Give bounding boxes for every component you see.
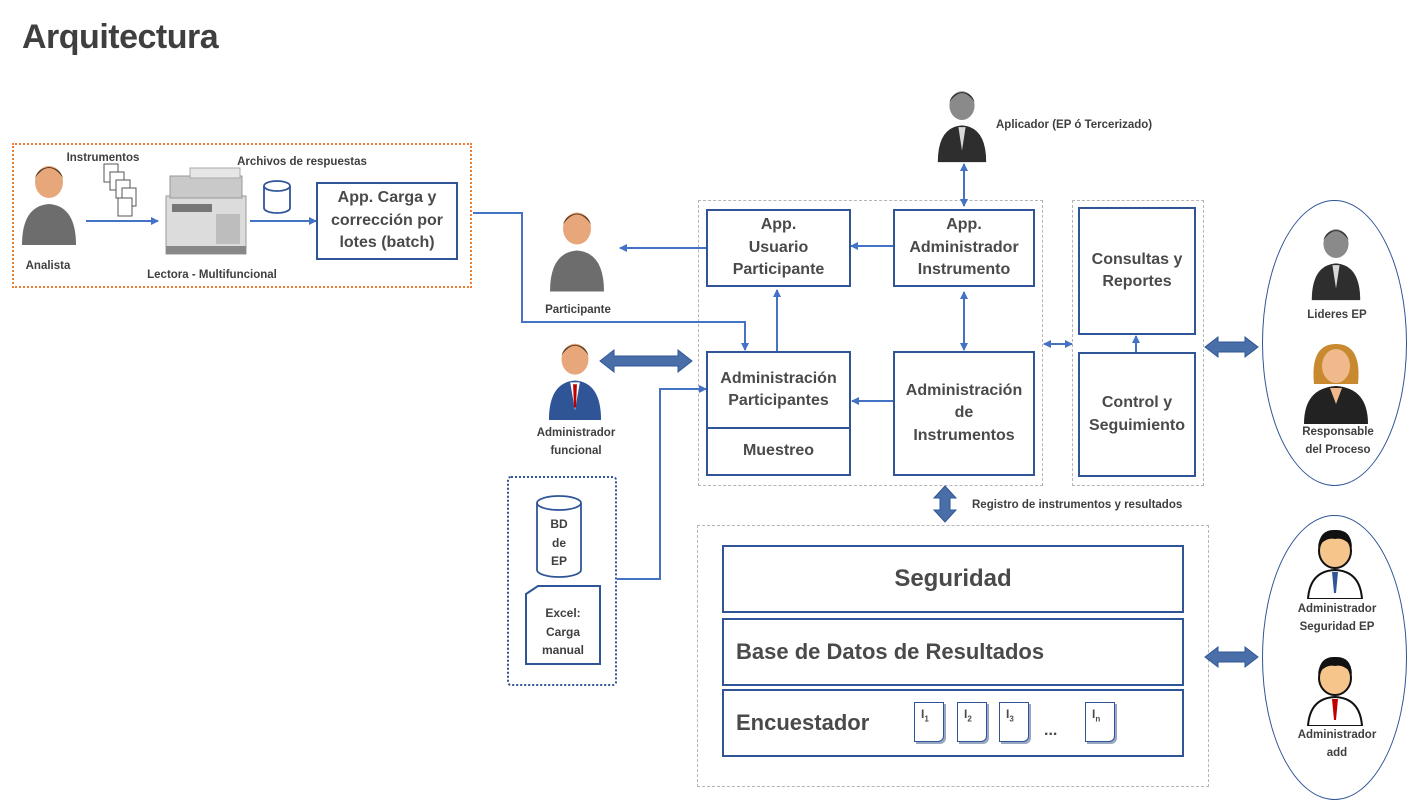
- arrow-carga-admin-participantes: [473, 212, 749, 351]
- admin-add-label: Administrador add: [1297, 729, 1377, 759]
- administracion-participantes-box: Administración Participantes: [706, 351, 851, 429]
- instrument-ellipsis: ...: [1044, 722, 1058, 739]
- bd-ep-label: BD de EP: [550, 517, 568, 569]
- excel-label: Excel: Carga manual: [541, 606, 584, 658]
- base-datos-resultados-box: Base de Datos de Resultados: [722, 618, 1184, 686]
- seguridad-box: Seguridad: [722, 545, 1184, 613]
- responsable-label: Responsable del Proceso: [1302, 426, 1374, 456]
- app-carga-box: App. Carga y corrección por lotes (batch…: [316, 182, 458, 260]
- archivos-database-icon: [263, 180, 291, 214]
- instrument-doc-n: In: [1085, 702, 1115, 742]
- lectora-label: Lectora - Multifuncional: [147, 269, 277, 281]
- encuestador-box: Encuestador: [722, 689, 1184, 757]
- participante-person-icon: [550, 212, 604, 292]
- bd-ep-database-icon: [536, 495, 582, 578]
- double-arrow-admins: [1204, 645, 1259, 669]
- excel-document-icon: [525, 585, 601, 665]
- double-arrow-admin-funcional: [599, 348, 693, 374]
- administrador-funcional-label: Administrador funcional: [536, 427, 616, 457]
- arrow-bdep-adminpart: [617, 385, 707, 580]
- registro-label: Registro de instrumentos y resultados: [972, 499, 1183, 511]
- double-arrow-leaders: [1204, 335, 1259, 359]
- analista-person-icon: [22, 166, 76, 245]
- base-datos-label: Base de Datos de Resultados: [736, 638, 1045, 664]
- applications-group: [698, 200, 1043, 486]
- instrument-doc-1: I1: [914, 702, 944, 742]
- analista-label: Analista: [25, 260, 71, 272]
- lideres-person-icon: [1311, 229, 1361, 301]
- seguridad-label: Seguridad: [894, 565, 1012, 593]
- admin-seguridad-label: Administrador Seguridad EP: [1297, 603, 1377, 633]
- external-sources-group: [507, 476, 617, 686]
- encuestador-label: Encuestador: [736, 709, 870, 735]
- muestreo-box: Muestreo: [706, 427, 851, 476]
- app-administrador-instrumento-box: App. Administrador Instrumento: [893, 209, 1035, 287]
- admin-add-person-icon: [1306, 656, 1364, 726]
- aplicador-person-icon: [937, 91, 987, 163]
- participante-label: Participante: [545, 304, 611, 316]
- instrumentos-documents-icon: [103, 163, 137, 217]
- responsable-person-icon: [1304, 344, 1368, 424]
- leaders-ellipse: [1262, 200, 1407, 486]
- app-usuario-participante-box: App. Usuario Participante: [706, 209, 851, 287]
- archivos-label: Archivos de respuestas: [237, 156, 367, 168]
- admins-ellipse: [1262, 515, 1407, 800]
- aplicador-label: Aplicador (EP ó Tercerizado): [996, 119, 1153, 131]
- instrument-doc-2: I2: [957, 702, 987, 742]
- instrumentos-label: Instrumentos: [66, 152, 140, 164]
- batch-process-group: [12, 143, 472, 288]
- administrador-funcional-person-icon: [548, 343, 602, 420]
- multifunction-printer-icon: [165, 167, 247, 255]
- double-arrow-registro: [932, 485, 958, 523]
- consultas-reportes-box: Consultas y Reportes: [1078, 207, 1196, 335]
- lideres-label: Lideres EP: [1307, 309, 1367, 321]
- administracion-instrumentos-box: Administración de Instrumentos: [893, 351, 1035, 476]
- page-title: Arquitectura: [22, 18, 219, 56]
- admin-seguridad-person-icon: [1306, 529, 1364, 599]
- instrument-doc-3: I3: [999, 702, 1029, 742]
- control-seguimiento-box: Control y Seguimiento: [1078, 352, 1196, 477]
